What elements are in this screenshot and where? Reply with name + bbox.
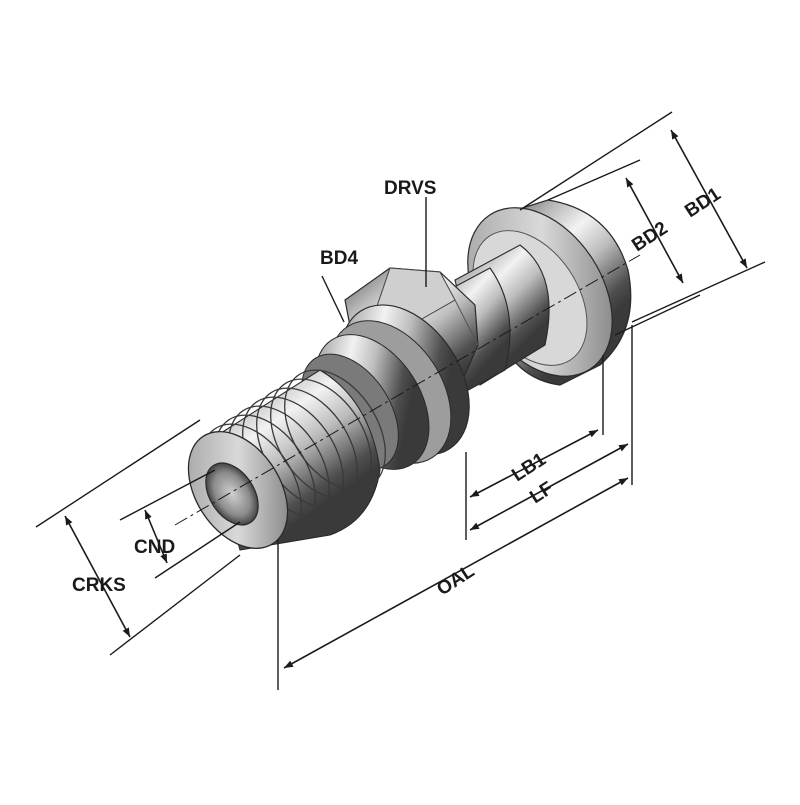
crks-label: CRKS bbox=[72, 575, 126, 596]
cnd-dimension-line bbox=[144, 509, 168, 564]
cnd-label: CND bbox=[134, 537, 175, 558]
bd1-dimension-line bbox=[670, 129, 748, 269]
oal-dimension-line bbox=[283, 477, 629, 669]
oal-label: OAL bbox=[433, 561, 478, 601]
dimension-lines bbox=[64, 129, 748, 669]
crks-dimension-line bbox=[64, 515, 131, 638]
end-face-bore bbox=[187, 431, 289, 549]
drvs-label: DRVS bbox=[384, 178, 436, 199]
pull-stud-part bbox=[187, 199, 632, 551]
lf-label: LF bbox=[526, 478, 557, 508]
bd2-dimension-line bbox=[625, 177, 684, 284]
bd4-leader-line bbox=[321, 275, 345, 323]
bd4-label: BD4 bbox=[320, 248, 358, 269]
extension-lines bbox=[35, 111, 766, 690]
center-axis-line bbox=[174, 254, 641, 526]
